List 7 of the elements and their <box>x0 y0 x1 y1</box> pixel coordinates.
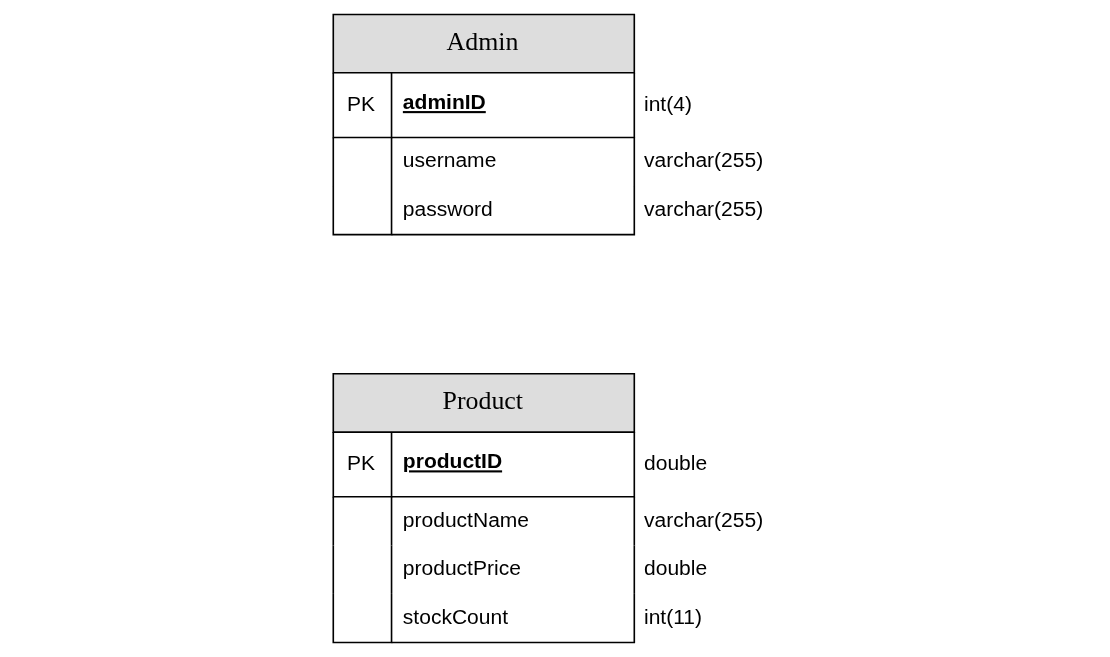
node-label: int(11) <box>644 604 703 628</box>
node-label: varchar(255) <box>644 196 764 220</box>
node-label: double <box>644 450 708 474</box>
node-label: varchar(255) <box>644 148 764 172</box>
node-label: varchar(255) <box>644 507 764 531</box>
node-label: int(4) <box>644 91 692 115</box>
node-label: double <box>644 556 708 580</box>
